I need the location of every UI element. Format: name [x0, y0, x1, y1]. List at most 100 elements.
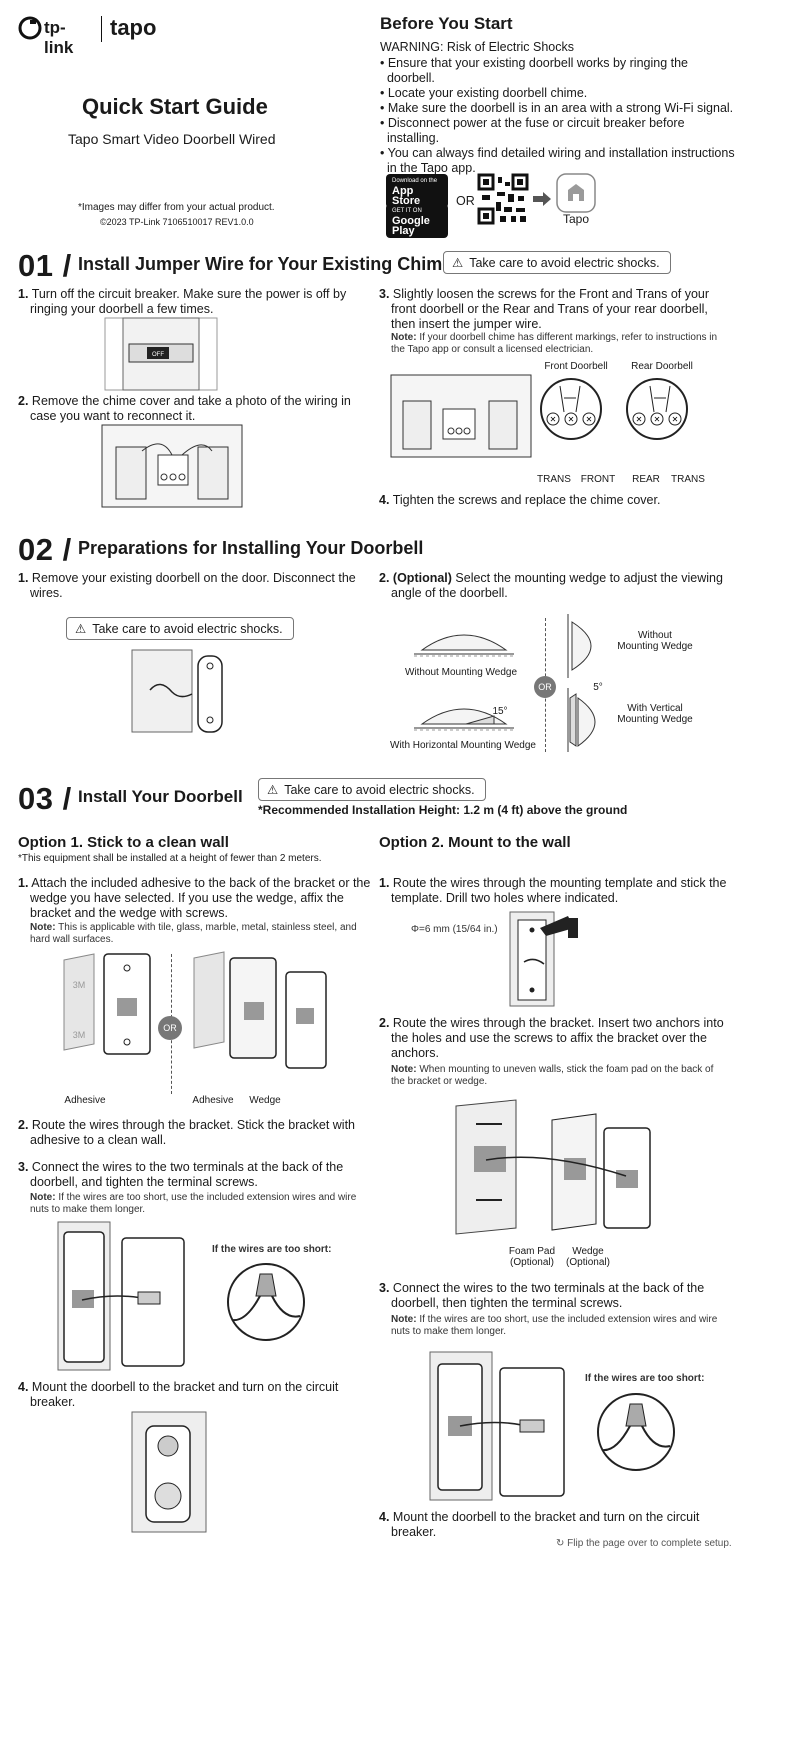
step-number: 3. — [18, 1160, 29, 1174]
note-text: the bracket or wedge. — [391, 1076, 488, 1087]
svg-text:✕: ✕ — [636, 415, 643, 424]
front-doorbell-label: Front Doorbell — [544, 361, 608, 372]
step-text: doorbell, then tighten the terminal scre… — [391, 1296, 623, 1310]
too-short-label: If the wires are too short: — [585, 1373, 705, 1384]
remove-doorbell-illustration — [131, 649, 223, 733]
or-text: OR — [163, 1023, 177, 1033]
step-text: Select the mounting wedge to adjust the … — [451, 571, 723, 585]
wedge-label: Wedge (Optional) — [560, 1246, 616, 1268]
note-text: This is applicable with tile, glass, mar… — [58, 922, 357, 933]
terminal-wiring-illustration — [57, 1221, 185, 1371]
without-wedge-illustration — [414, 634, 514, 657]
step-number: 2. — [18, 394, 29, 408]
step-number: 1. — [18, 571, 29, 585]
brand-divider — [101, 16, 102, 42]
horizontal-wedge-illustration — [414, 708, 514, 731]
step-number: 4. — [379, 493, 390, 507]
qr-code-icon[interactable] — [477, 173, 529, 225]
google-play-label: Google Play — [392, 215, 430, 237]
svg-text:✕: ✕ — [568, 415, 575, 424]
without-vertical-illustration — [567, 614, 592, 678]
before-start-warning: WARNING: Risk of Electric Shocks — [380, 40, 575, 54]
warning-icon: ⚠ — [267, 783, 279, 797]
bullet: • Make sure the doorbell is in an area w… — [380, 101, 734, 115]
note-text: When mounting to uneven walls, stick the… — [419, 1064, 714, 1075]
with-vertical-line1: With Vertical — [627, 703, 683, 714]
opt1-step1: 1. Attach the included adhesive to the b… — [18, 876, 370, 921]
warning-box: ⚠ Take care to avoid electric shocks. — [443, 251, 671, 274]
step-number: 1. — [379, 876, 390, 890]
app-store-button[interactable]: Download on the App Store — [386, 174, 448, 208]
foam-pad-line2: (Optional) — [510, 1257, 554, 1268]
step-text: anchors. — [391, 1046, 439, 1060]
height-note: *Recommended Installation Height: 1.2 m … — [258, 803, 628, 817]
opt1-step2: 2. Route the wires through the bracket. … — [18, 1118, 355, 1148]
step-text: the holes and use the screws to affix th… — [391, 1031, 707, 1045]
bullet: • You can always find detailed wiring an… — [380, 146, 735, 160]
adhesive-label: Adhesive — [64, 1095, 106, 1106]
warning-text: Take care to avoid electric shocks. — [469, 256, 660, 270]
drill-size-label: Φ=6 mm (15/64 in.) — [411, 924, 498, 935]
section-number: 03 / — [18, 781, 72, 816]
or-badge: OR — [158, 1016, 182, 1040]
before-start-title: Before You Start — [380, 14, 513, 33]
step-text: Mount the doorbell to the bracket and tu… — [392, 1510, 700, 1524]
note-label: Note: — [30, 922, 56, 933]
bullet: • Disconnect power at the fuse or circui… — [380, 116, 685, 130]
tapo-app-icon[interactable] — [556, 173, 596, 213]
step-text: Route the wires through the bracket. Sti… — [31, 1118, 355, 1132]
warning-box: ⚠ Take care to avoid electric shocks. — [258, 778, 486, 801]
svg-text:✕: ✕ — [654, 415, 661, 424]
before-start-list: • Ensure that your existing doorbell wor… — [380, 56, 800, 176]
tplink-brand: tp-link — [44, 18, 74, 57]
with-vertical-label: With Vertical Mounting Wedge — [610, 703, 700, 725]
without-label-line2: Mounting Wedge — [617, 641, 693, 652]
section-title: Install Jumper Wire for Your Existing Ch… — [78, 254, 453, 274]
angle-5-label: 5° — [593, 682, 603, 693]
step-text: Remove the chime cover and take a photo … — [31, 394, 351, 408]
opt1-step3: 3. Connect the wires to the two terminal… — [18, 1160, 343, 1190]
option1-title: Option 1. Stick to a clean wall — [18, 834, 229, 851]
step-text: ringing your doorbell a few times. — [30, 302, 214, 316]
rear-terminal-zoom: ✕ ✕ ✕ — [626, 378, 688, 440]
flip-text: Flip the page over to complete setup. — [567, 1538, 732, 1549]
opt1-step3-note: Note: If the wires are too short, use th… — [30, 1192, 356, 1216]
bullet: installing. — [380, 131, 440, 145]
step-text: bracket and the wedge with screws. — [30, 906, 229, 920]
bullet: in the Tapo app. — [380, 161, 476, 175]
too-short-label: If the wires are too short: — [212, 1244, 332, 1255]
step-text: doorbell, and tighten the terminal screw… — [30, 1175, 258, 1189]
wedge-line1: Wedge — [572, 1246, 604, 1257]
note-label: Note: — [391, 1314, 417, 1325]
rear-doorbell-label: Rear Doorbell — [631, 361, 693, 372]
svg-text:✕: ✕ — [550, 415, 557, 424]
mounted-doorbell-illustration — [131, 1411, 207, 1533]
step-text: case you want to reconnect it. — [30, 409, 196, 423]
s1-step4: 4. Tighten the screws and replace the ch… — [379, 493, 660, 508]
step-number: 2. — [18, 1118, 29, 1132]
option2-title: Option 2. Mount to the wall — [379, 834, 571, 851]
step-text: Connect the wires to the two terminals a… — [31, 1160, 344, 1174]
warning-icon: ⚠ — [452, 256, 464, 270]
step-text: Turn off the circuit breaker. Make sure … — [31, 287, 347, 301]
step-text: Attach the included adhesive to the back… — [31, 876, 371, 890]
step-text: angle of the doorbell. — [391, 586, 508, 600]
without-label: Without Mounting Wedge — [610, 630, 700, 652]
opt1-step1-note: Note: This is applicable with tile, glas… — [30, 922, 357, 946]
note-text: If the wires are too short, use the incl… — [419, 1314, 718, 1325]
step-text: front doorbell or the Rear and Trans of … — [391, 302, 708, 316]
warning-box: ⚠Take care to avoid electric shocks. — [66, 617, 294, 640]
optional-label: (Optional) — [392, 571, 452, 585]
opt1-step4: 4. Mount the doorbell to the bracket and… — [18, 1380, 338, 1410]
bracket-anchors-illustration — [455, 1099, 651, 1235]
step-number: 3. — [379, 287, 390, 301]
section-number: 01 / — [18, 248, 72, 283]
step-number: 3. — [379, 1281, 390, 1295]
bullet: • Ensure that your existing doorbell wor… — [380, 56, 689, 70]
step-number: 2. — [379, 571, 390, 585]
s1-step3-note: Note: If your doorbell chime has differe… — [391, 332, 717, 356]
section-title: Preparations for Installing Your Doorbel… — [78, 538, 424, 558]
step-text: Route the wires through the bracket. Ins… — [392, 1016, 724, 1030]
warning-text: Take care to avoid electric shocks. — [284, 783, 475, 797]
google-play-button[interactable]: GET IT ON Google Play — [386, 204, 448, 238]
